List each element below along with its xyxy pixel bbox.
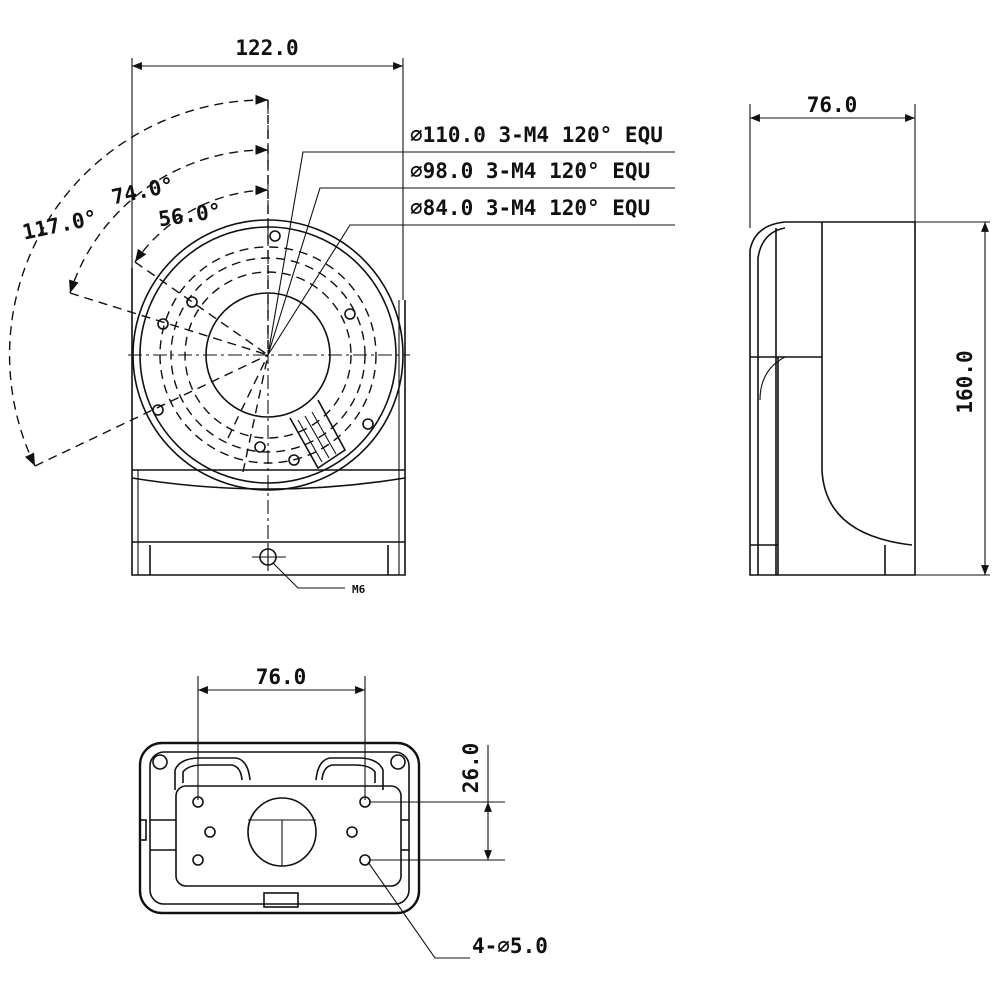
mounting-hole: [362, 418, 374, 430]
front-width-dimension: 122.0: [235, 36, 298, 60]
side-body-outline: [749, 221, 916, 576]
angle-label-74: 74.0°: [109, 173, 176, 210]
callout-110: ∅110.0 3-M4 120° EQU: [410, 123, 663, 147]
angle-arc-56: [134, 185, 269, 263]
bottom-view: 76.0 26.0: [138, 665, 548, 959]
thread-label: M6: [352, 583, 366, 596]
callout-84: ∅84.0 3-M4 120° EQU: [410, 196, 650, 220]
bottom-spacing-dimension: 76.0: [256, 665, 307, 689]
side-view: 76.0 160.0: [749, 93, 990, 576]
bottom-hole: [204, 826, 216, 838]
angle-arc-74: [69, 144, 269, 294]
bottom-hole: [192, 854, 204, 866]
angle-arc-117: [8, 94, 269, 467]
mounting-plate: [175, 785, 402, 887]
callout-98: ∅98.0 3-M4 120° EQU: [410, 159, 650, 183]
bottom-hole: [346, 826, 358, 838]
bottom-hole: [192, 796, 204, 808]
side-depth-dimension: 76.0: [807, 93, 858, 117]
mounting-hole: [269, 230, 281, 242]
mounting-hole: [288, 454, 300, 466]
bottom-row-dimension: 26.0: [459, 743, 483, 794]
angle-label-117: 117.0°: [20, 205, 99, 244]
side-height-dimension: 160.0: [953, 350, 977, 413]
bottom-body-outline: [138, 741, 421, 915]
mounting-hole: [344, 308, 356, 320]
mounting-hole: [186, 296, 198, 308]
front-view: 122.0: [8, 36, 675, 596]
mounting-hole: [254, 441, 266, 453]
angle-label-56: 56.0°: [157, 199, 223, 232]
hole-callout: 4-∅5.0: [472, 934, 548, 958]
